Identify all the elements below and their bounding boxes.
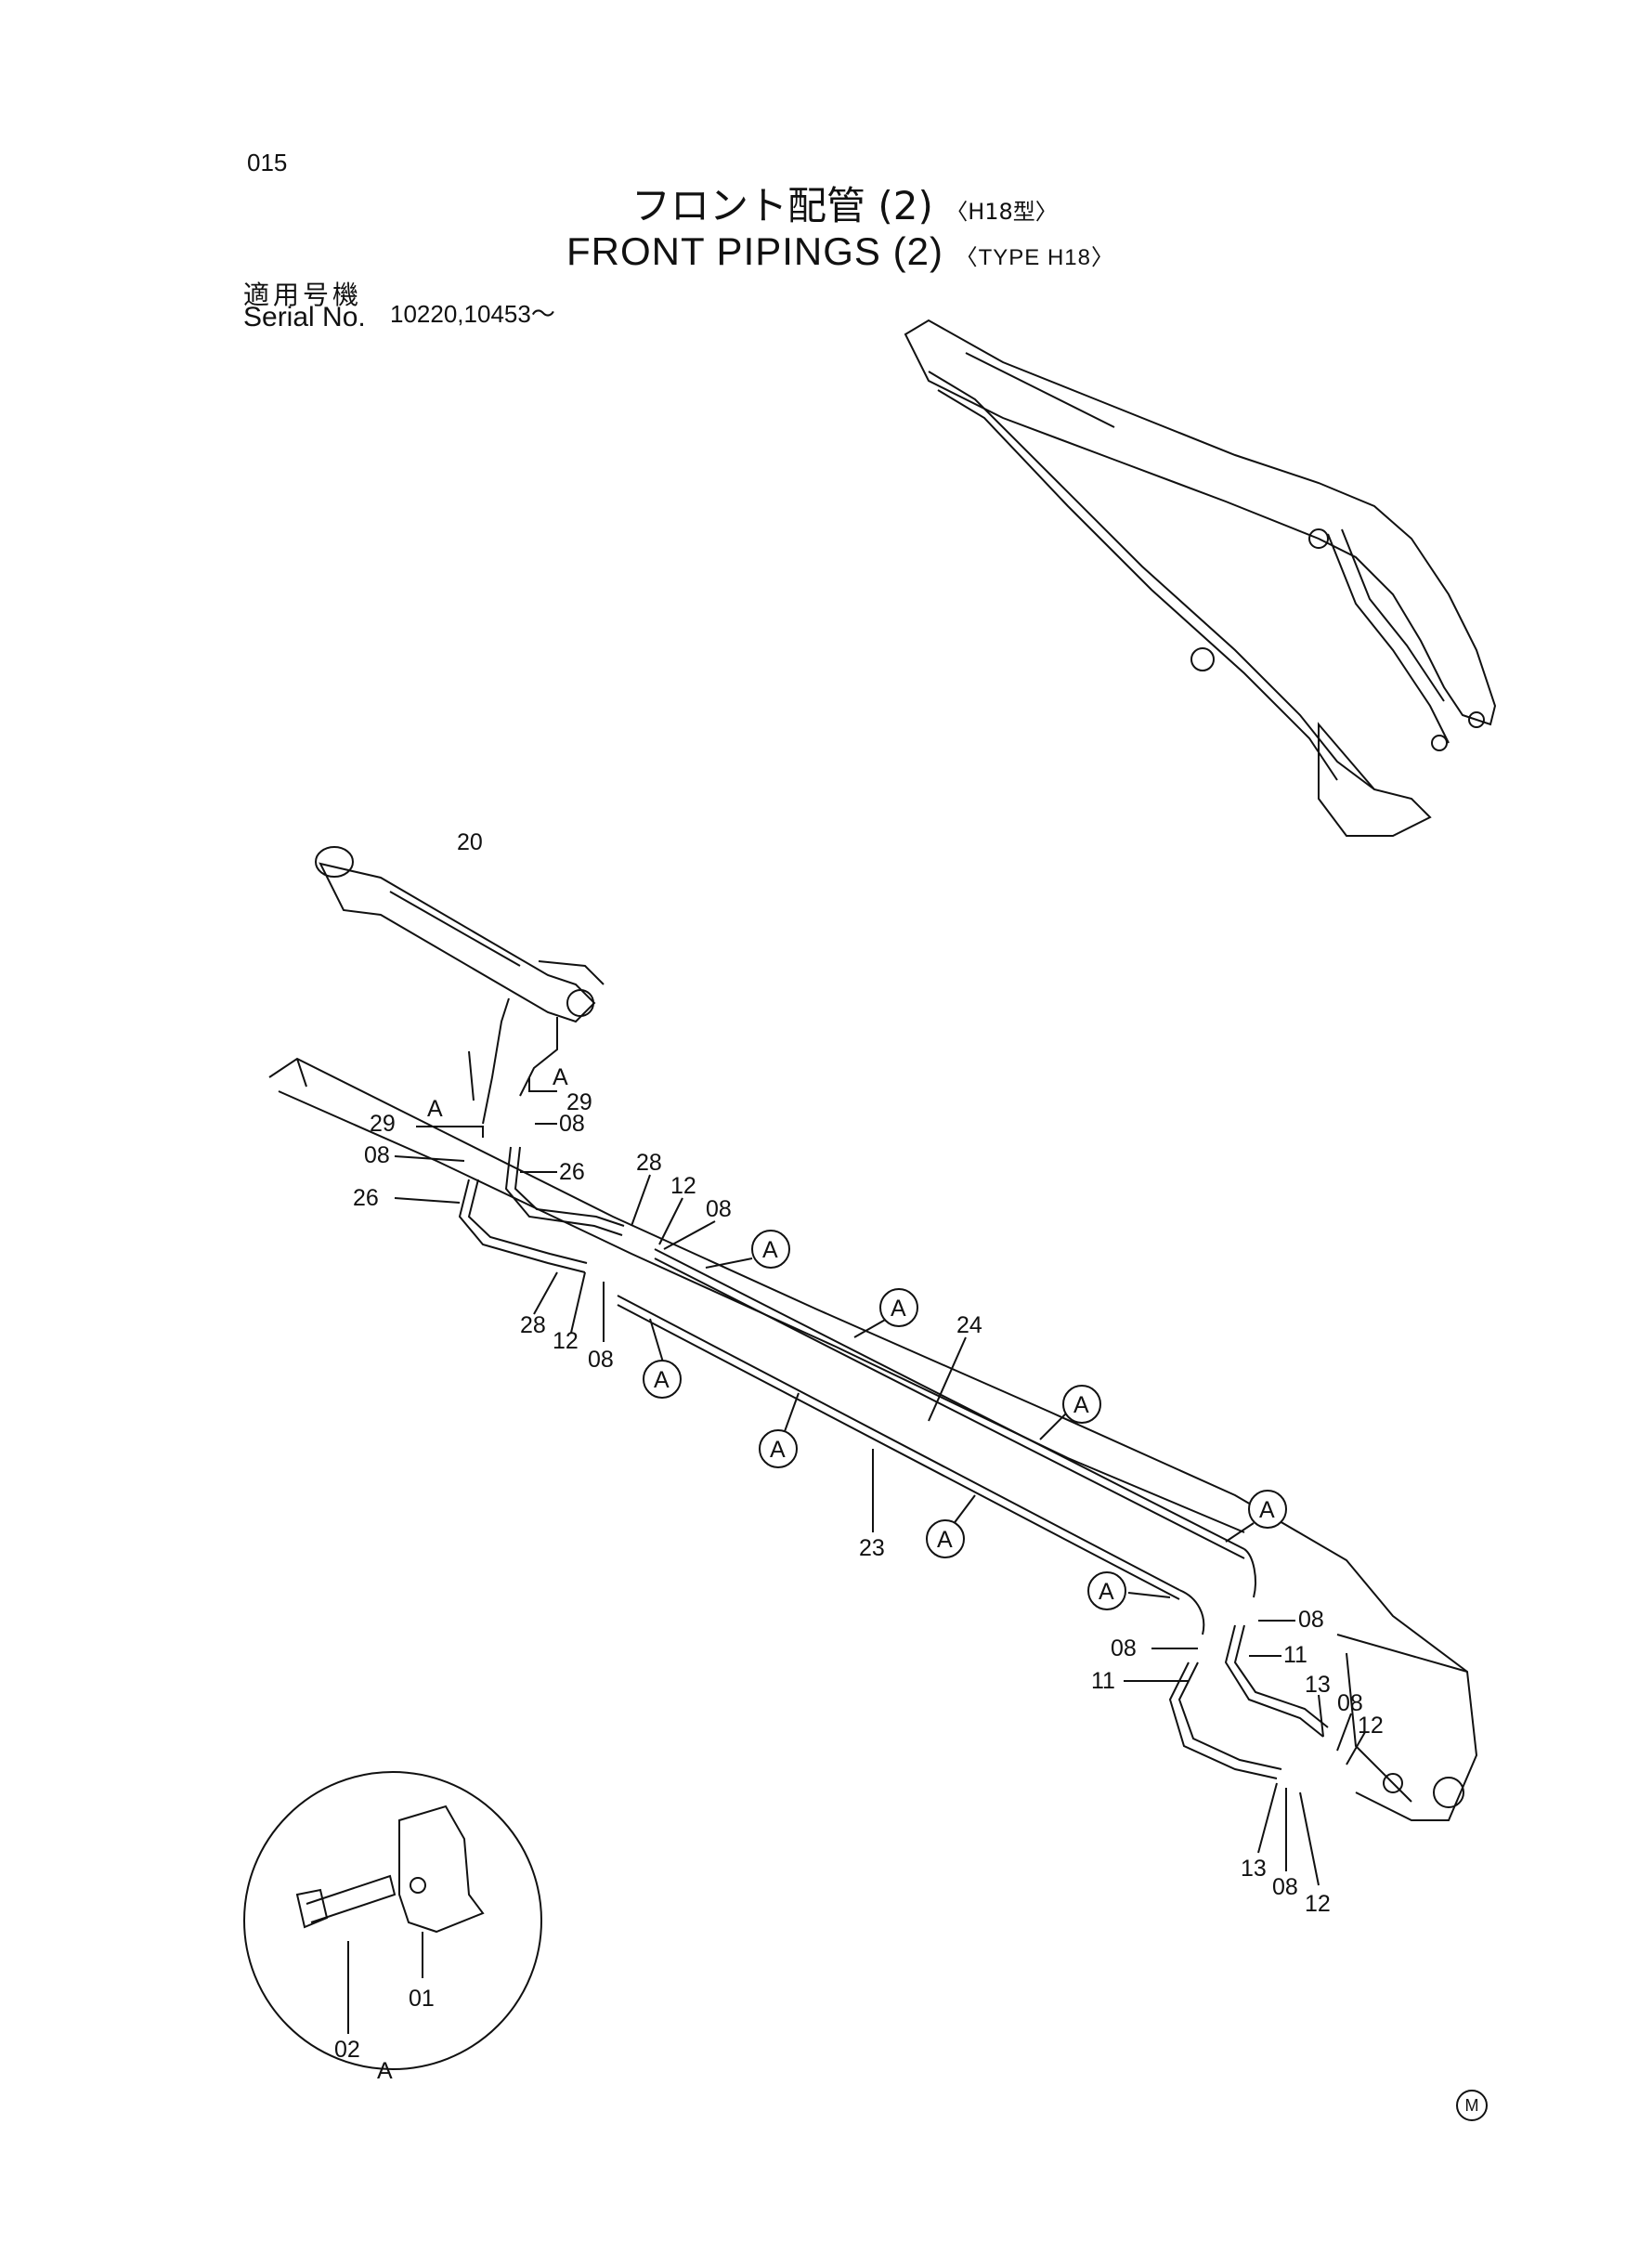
title-english: FRONT PIPINGS (2) 〈TYPE H18〉 — [566, 229, 1114, 274]
callout-08: 08 — [588, 1347, 614, 1373]
callout-29: 29 — [566, 1089, 592, 1115]
callout-08: 08 — [1272, 1874, 1298, 1900]
detail-ref-marker — [751, 1230, 790, 1269]
marker-a-text: A — [1259, 1497, 1275, 1523]
page-number: 015 — [247, 149, 288, 176]
title-en-main: FRONT PIPINGS (2) — [566, 229, 943, 273]
callout-08: 08 — [1111, 1635, 1137, 1661]
hose-part-11 — [1168, 1624, 1329, 1779]
detail-ref-marker — [879, 1288, 918, 1327]
detail-ref-marker — [643, 1360, 682, 1399]
pipe-part-24 — [654, 1248, 1256, 1598]
callout-24: 24 — [956, 1312, 982, 1338]
detail-ref-marker — [759, 1429, 798, 1468]
callout-08: 08 — [559, 1111, 585, 1137]
marker-a-text: A — [654, 1367, 670, 1393]
serial-label-jp: 適用号機 — [243, 280, 363, 310]
circled-m-icon: M — [1456, 2090, 1488, 2121]
callout-a-label: A — [553, 1064, 568, 1090]
serial-label: Serial No. — [243, 302, 366, 332]
boom-outline — [268, 1057, 1478, 1821]
callout-26: 26 — [559, 1159, 585, 1185]
detail-circle-icon — [243, 1771, 542, 2070]
callout-29: 29 — [370, 1111, 396, 1137]
detail-ref-marker — [1087, 1571, 1126, 1610]
callout-11: 11 — [1091, 1668, 1115, 1694]
callout-12: 12 — [1305, 1891, 1331, 1917]
title-en-sub: 〈TYPE H18〉 — [955, 245, 1114, 270]
marker-a-text: A — [762, 1237, 778, 1263]
callout-08: 08 — [364, 1142, 390, 1168]
title-jp-main: フロント配管 (2) — [631, 183, 933, 228]
callout-a-label: A — [427, 1096, 443, 1122]
title-japanese: フロント配管 (2) 〈H18型〉 — [631, 175, 1058, 231]
detail-label-a: A — [377, 2058, 393, 2084]
marker-a-text: A — [937, 1527, 953, 1553]
callout-13: 13 — [1305, 1672, 1331, 1698]
callout-11: 11 — [1283, 1642, 1307, 1668]
callout-20: 20 — [457, 829, 483, 855]
marker-a-text: A — [770, 1437, 786, 1463]
callout-08: 08 — [706, 1196, 732, 1222]
overview-arm-drawing — [904, 319, 1497, 837]
detail-ref-marker — [926, 1519, 965, 1558]
hose-part-26 — [458, 1146, 625, 1273]
serial-value: 10220,10453～ — [390, 300, 555, 328]
callout-28: 28 — [520, 1312, 546, 1338]
callout-23: 23 — [859, 1535, 885, 1561]
title-jp-sub: 〈H18型〉 — [945, 199, 1058, 225]
callout-08: 08 — [1298, 1607, 1324, 1633]
callout-12: 12 — [1358, 1713, 1384, 1739]
callout-13: 13 — [1241, 1856, 1267, 1882]
cylinder-part-20 — [315, 846, 605, 1125]
callout-02: 02 — [334, 2037, 360, 2063]
callout-01: 01 — [409, 1986, 435, 2012]
marker-a-text: A — [891, 1296, 906, 1322]
marker-a-text: A — [1073, 1392, 1089, 1418]
callout-12: 12 — [553, 1328, 579, 1354]
detail-ref-marker — [1062, 1385, 1101, 1424]
pipe-part-23 — [617, 1295, 1205, 1635]
callout-08: 08 — [1337, 1690, 1363, 1716]
callout-12: 12 — [670, 1173, 696, 1199]
marker-a-text: A — [1099, 1579, 1114, 1605]
callout-28: 28 — [636, 1150, 662, 1176]
leader-lines — [394, 1050, 1366, 1886]
callout-26: 26 — [353, 1185, 379, 1211]
detail-ref-marker — [1248, 1490, 1287, 1529]
